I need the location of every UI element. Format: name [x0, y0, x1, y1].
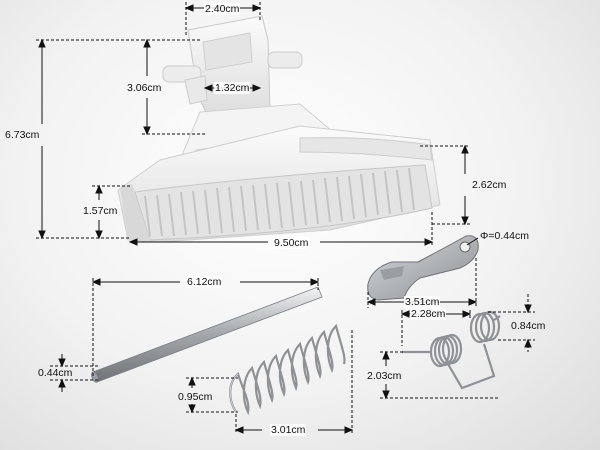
dim-label-hook-length: 3.51cm	[404, 296, 441, 308]
dim-label-torsion-spring-height: 2.03cm	[367, 370, 402, 382]
dim-label-pin-diameter: 0.44cm	[38, 367, 73, 379]
dim-label-spring-diameter: 0.95cm	[178, 391, 213, 403]
dim-label-hook-hole-diameter: Φ=0.44cm	[480, 230, 529, 242]
dim-label-handle-total-height: 6.73cm	[5, 129, 40, 141]
dim-label-handle-base-height: 1.57cm	[83, 205, 118, 217]
dim-label-handle-length: 9.50cm	[273, 237, 310, 249]
compression-spring-part	[229, 323, 346, 416]
dim-label-handle-top-width: 2.40cm	[204, 3, 241, 15]
dim-label-spring-length: 3.01cm	[270, 424, 307, 436]
pin-part	[91, 286, 323, 383]
dim-label-pin-length: 6.12cm	[186, 276, 223, 288]
dim-label-handle-grip-height: 2.62cm	[472, 179, 507, 191]
dim-label-handle-slot-width: 1.32cm	[214, 82, 251, 94]
latch-hook-part	[367, 235, 479, 301]
torsion-spring-part	[402, 310, 501, 390]
dim-label-handle-slot-height: 3.06cm	[127, 82, 162, 94]
dim-label-torsion-coil-diameter: 0.84cm	[511, 320, 546, 332]
dimension-lines	[36, 2, 535, 434]
handle-part	[117, 15, 441, 243]
dim-label-torsion-spring-width: 2.28cm	[410, 308, 447, 320]
